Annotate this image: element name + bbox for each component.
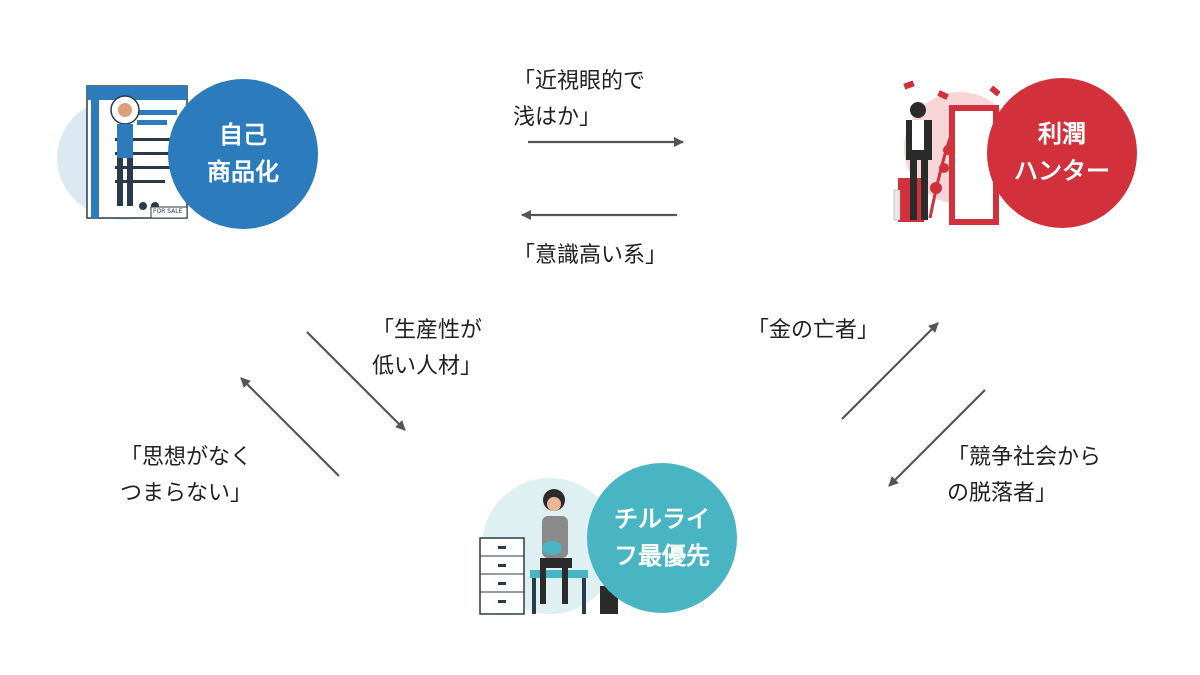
label-self-to-chill: 「生産性が 低い人材」 (372, 318, 483, 380)
node-profit-label: 利潤 ハンター (1014, 119, 1110, 185)
for-sale-sign-text: FOR SALE (153, 208, 183, 215)
arrow-self-to-chill (306, 331, 406, 431)
node-chill-circle: チルライ フ最優先 (587, 463, 737, 613)
label-self-to-profit: 「近視眼的で 浅はか」 (513, 69, 646, 131)
chill-life-illustration (479, 478, 618, 615)
arrow-profit-to-chill (888, 389, 986, 487)
node-self-circle: 自己 商品化 (168, 79, 318, 229)
node-profit-circle: 利潤 ハンター (987, 78, 1137, 228)
label-chill-to-self: 「思想がなく つまらない」 (120, 445, 253, 507)
label-profit-to-chill: 「競争社会から の脱落者」 (947, 445, 1102, 507)
label-chill-to-profit: 「金の亡者」 (747, 318, 880, 343)
profit-hunter-illustration (893, 80, 1000, 225)
node-chill-label: チルライ フ最優先 (614, 504, 710, 570)
arrow-chill-to-profit (841, 322, 939, 420)
arrow-chill-to-self (240, 377, 340, 477)
node-self-label: 自己 商品化 (207, 120, 279, 186)
label-profit-to-self: 「意識高い系」 (513, 243, 668, 268)
